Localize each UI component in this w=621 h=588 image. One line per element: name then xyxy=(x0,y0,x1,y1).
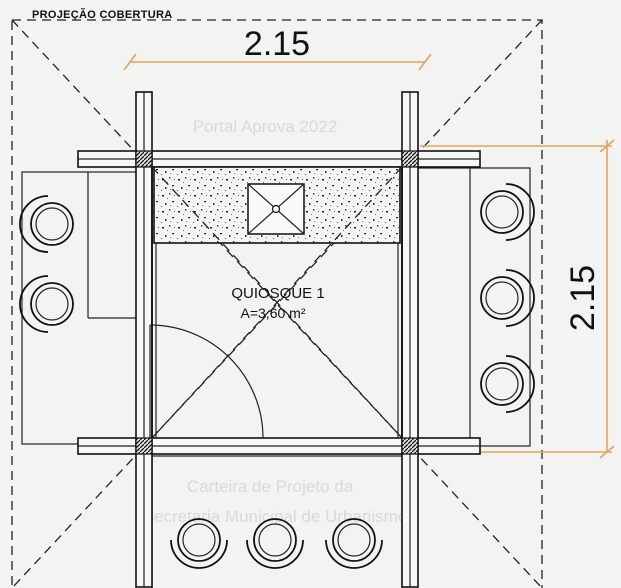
roof-projection-label: PROJEÇÃO COBERTURA xyxy=(32,8,172,21)
stool-left-2 xyxy=(19,275,74,333)
stool-left-1 xyxy=(19,195,74,253)
roof-projection-outline xyxy=(11,19,543,588)
stool-bottom-3 xyxy=(325,518,383,569)
room-area: A=3,60 m² xyxy=(241,305,306,321)
room-walls xyxy=(151,167,403,438)
post-hatches xyxy=(135,150,419,455)
room-name: QUIOSQUE 1 xyxy=(231,285,324,302)
roof-diagonal-2 xyxy=(11,19,543,588)
watermark-line-2: Carteira de Projeto da xyxy=(187,477,354,496)
stool-bottom-2 xyxy=(246,518,304,569)
dimension-vertical-label: 2.15 xyxy=(564,265,602,331)
roof-diagonal-1 xyxy=(11,19,543,588)
stool-right-3 xyxy=(480,355,535,413)
right-table xyxy=(417,167,531,447)
roof-projection xyxy=(11,19,543,588)
drain-icon xyxy=(271,204,281,214)
counter xyxy=(153,166,401,244)
left-table xyxy=(21,171,138,445)
door-swing xyxy=(149,324,264,439)
stool-right-1 xyxy=(480,183,535,241)
posts xyxy=(135,91,419,588)
stool-bottom-1 xyxy=(170,518,228,569)
watermark-line-1: Portal Aprova 2022 xyxy=(193,117,338,136)
room-diagonals xyxy=(151,166,403,439)
stool-right-2 xyxy=(480,269,535,327)
dimension-horizontal xyxy=(123,53,432,71)
dimension-horizontal-label: 2.15 xyxy=(244,25,310,63)
stools xyxy=(19,183,535,569)
